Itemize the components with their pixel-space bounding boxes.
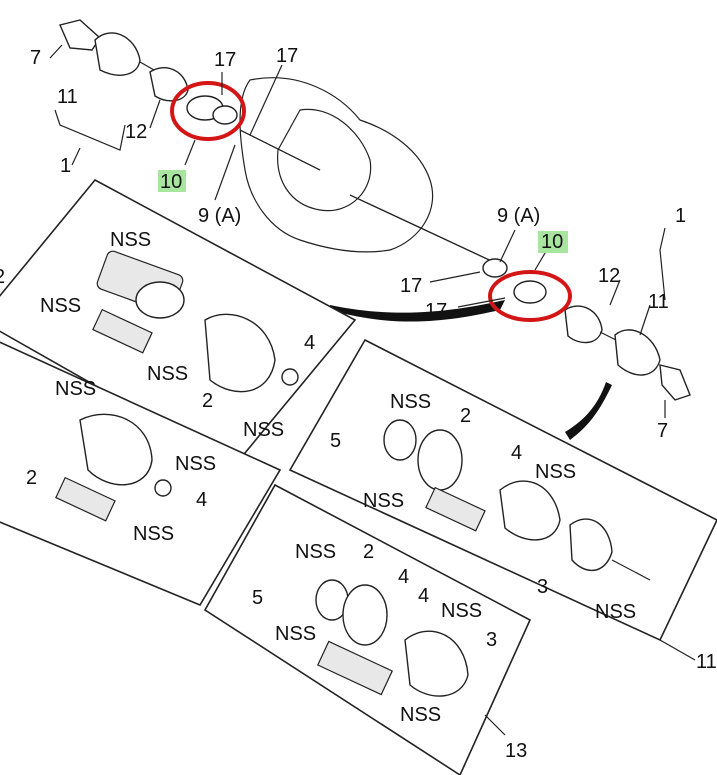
label-5: 5 [330,430,341,452]
label-1-right: 1 [675,205,686,227]
label-nss-3: NSS [363,490,404,512]
box-upper-left: 2 NSS NSS NSS NSS 2 4 [0,178,357,467]
label-4b: 4 [418,585,429,607]
label-7-top: 7 [30,47,41,69]
label-11: 11 [696,651,717,673]
top-axle-assembly: 7 11 1 12 17 17 10 9 (A) 9 (A) 10 1 12 1… [30,19,691,442]
label-5: 5 [252,587,263,609]
label-2: 2 [363,541,374,563]
label-17b-top: 17 [276,45,298,67]
left-inner-boot [149,67,189,102]
label-3: 3 [537,576,548,598]
label-4: 4 [511,442,522,464]
label-4: 4 [196,489,207,511]
label-nss-4: NSS [595,601,636,623]
label-nss-3: NSS [147,363,188,385]
label-nss-4: NSS [400,704,441,726]
label-13: 13 [505,740,527,762]
label-nss-3: NSS [133,523,174,545]
label-4a: 4 [398,566,409,588]
box-bottom: NSS 2 5 4 4 NSS NSS 3 NSS 13 [203,483,532,775]
label-2: 2 [460,405,471,427]
label-nss-2: NSS [40,295,81,317]
left-shaft-outer [59,19,101,51]
right-shaft-outer [659,364,691,401]
box-left: NSS NSS NSS 2 4 [0,341,282,607]
label-nss-2: NSS [441,600,482,622]
highlight-ring-top [170,81,246,141]
left-boot [94,32,141,76]
label-2-edge: 2 [0,266,5,288]
box-right: NSS 2 5 4 NSS NSS 3 NSS 11 [288,338,717,673]
right-boot [614,329,661,376]
label-2: 2 [202,390,213,412]
label-1-top: 1 [60,155,71,177]
label-17a-right: 17 [400,275,422,297]
label-nss-1: NSS [295,541,336,563]
label-4: 4 [304,332,315,354]
label-highlight-right-10 [538,231,568,253]
label-nss-4: NSS [243,419,284,441]
label-12-right: 12 [598,265,620,287]
label-17b-right: 17 [425,300,447,322]
label-12-top: 12 [125,121,147,143]
label-nss-2: NSS [175,453,216,475]
right-inner-boot [564,305,603,344]
right-joint-ring [513,280,547,304]
label-nss-1: NSS [55,378,96,400]
pointer-arrow-right [565,382,612,440]
label-nss-1: NSS [390,391,431,413]
label-3: 3 [486,629,497,651]
highlight-ring-right [488,270,572,322]
label-nss-3: NSS [275,623,316,645]
label-7-right: 7 [657,420,668,442]
label-10-top: 10 [160,171,182,193]
label-nss-2: NSS [535,461,576,483]
label-17a-top: 17 [214,49,236,71]
label-11-top: 11 [57,86,78,108]
pointer-arrow-left [330,300,505,322]
label-10-right: 10 [541,231,563,253]
label-9a-top: 9 (A) [198,205,241,227]
label-2: 2 [26,467,37,489]
label-11-right: 11 [648,291,669,313]
label-9a-right: 9 (A) [497,205,540,227]
label-nss-1: NSS [110,229,151,251]
label-highlight-top-10 [158,170,186,192]
